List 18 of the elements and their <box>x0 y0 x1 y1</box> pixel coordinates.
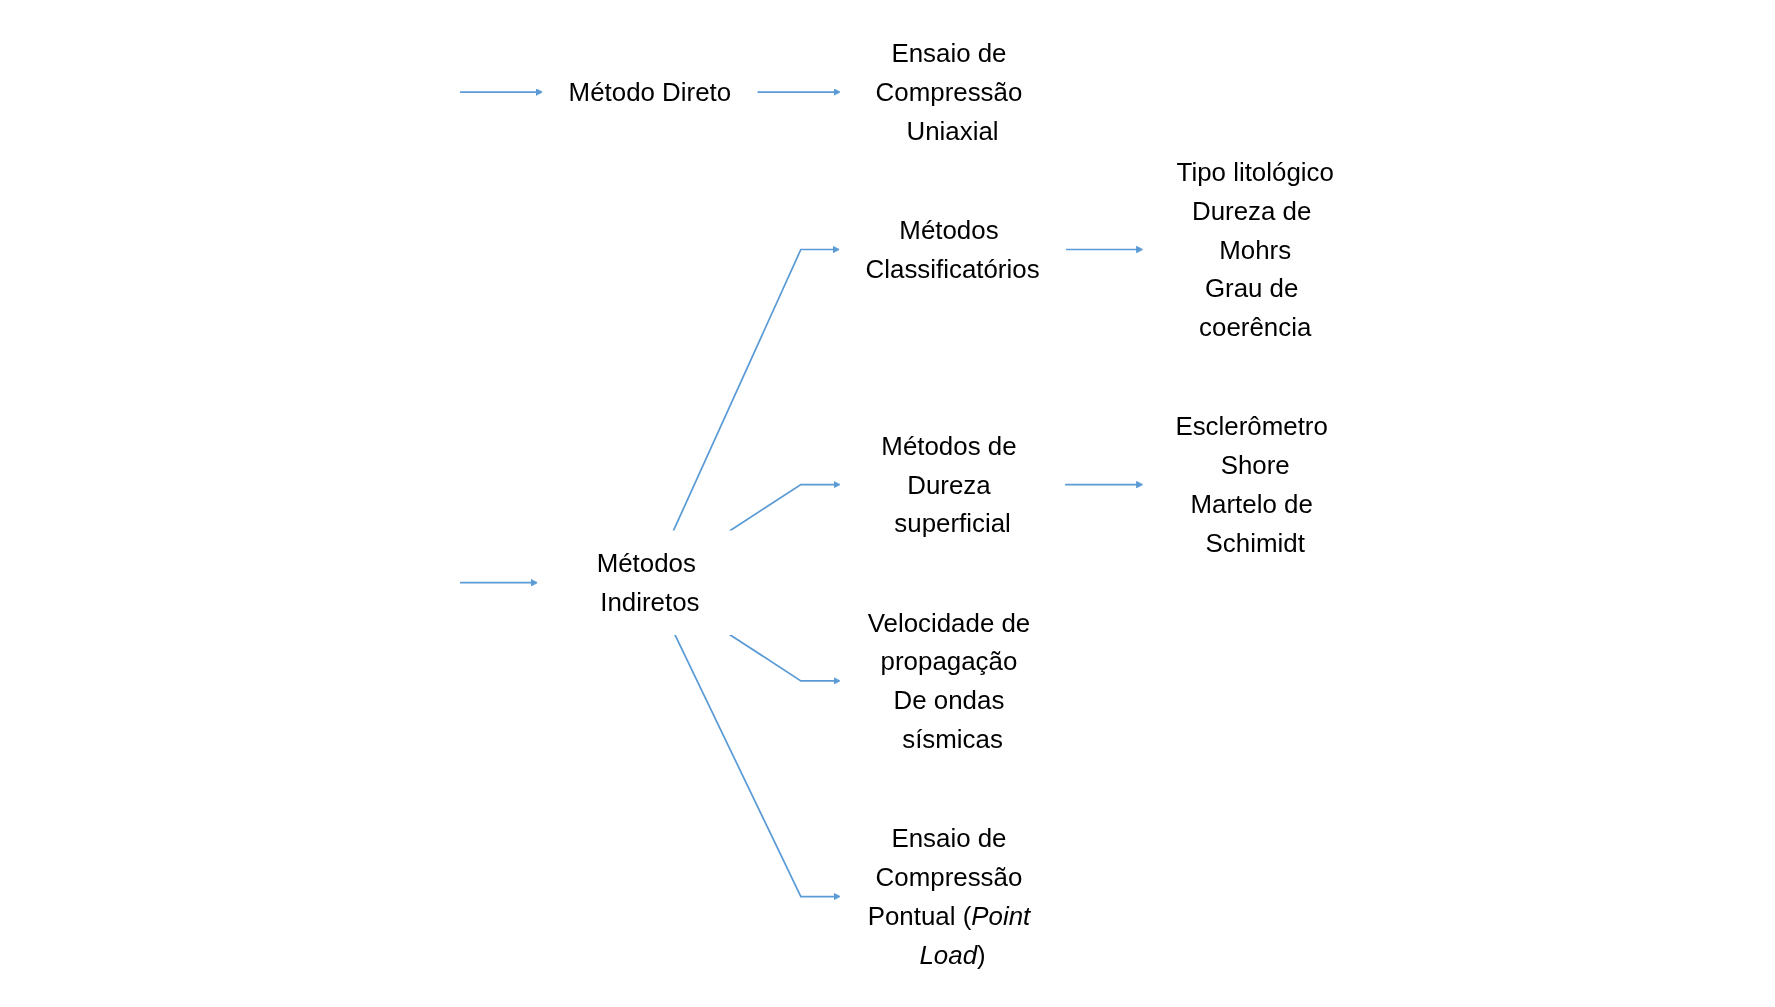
arrow <box>1064 245 1144 253</box>
arrow <box>728 633 841 685</box>
arrow <box>673 633 841 900</box>
node-text: Métodos Classificatórios <box>865 215 1040 283</box>
arrow <box>1063 480 1144 488</box>
arrow <box>728 480 841 532</box>
node-text: Tipo litológico Dureza de Mohrs Grau de coerência <box>1176 157 1334 341</box>
arrow <box>672 245 840 532</box>
node-text: Métodos de Dureza superficial <box>880 431 1017 538</box>
node-text: Ensaio de Compressão Uniaxial <box>875 38 1022 145</box>
node-text: Métodos Indiretos <box>596 548 700 616</box>
node-text: Método Direto <box>568 77 731 106</box>
node-text: Velocidade de propagação De ondas sísmicas <box>867 607 1030 753</box>
arrow <box>458 87 543 96</box>
arrow <box>755 87 841 96</box>
node-text: Ensaio de Compressão Pontual (Point Load) <box>867 823 1030 969</box>
arrow <box>458 578 538 586</box>
node-text: Esclerômetro Shore Martelo de Schimidt <box>1175 411 1328 557</box>
